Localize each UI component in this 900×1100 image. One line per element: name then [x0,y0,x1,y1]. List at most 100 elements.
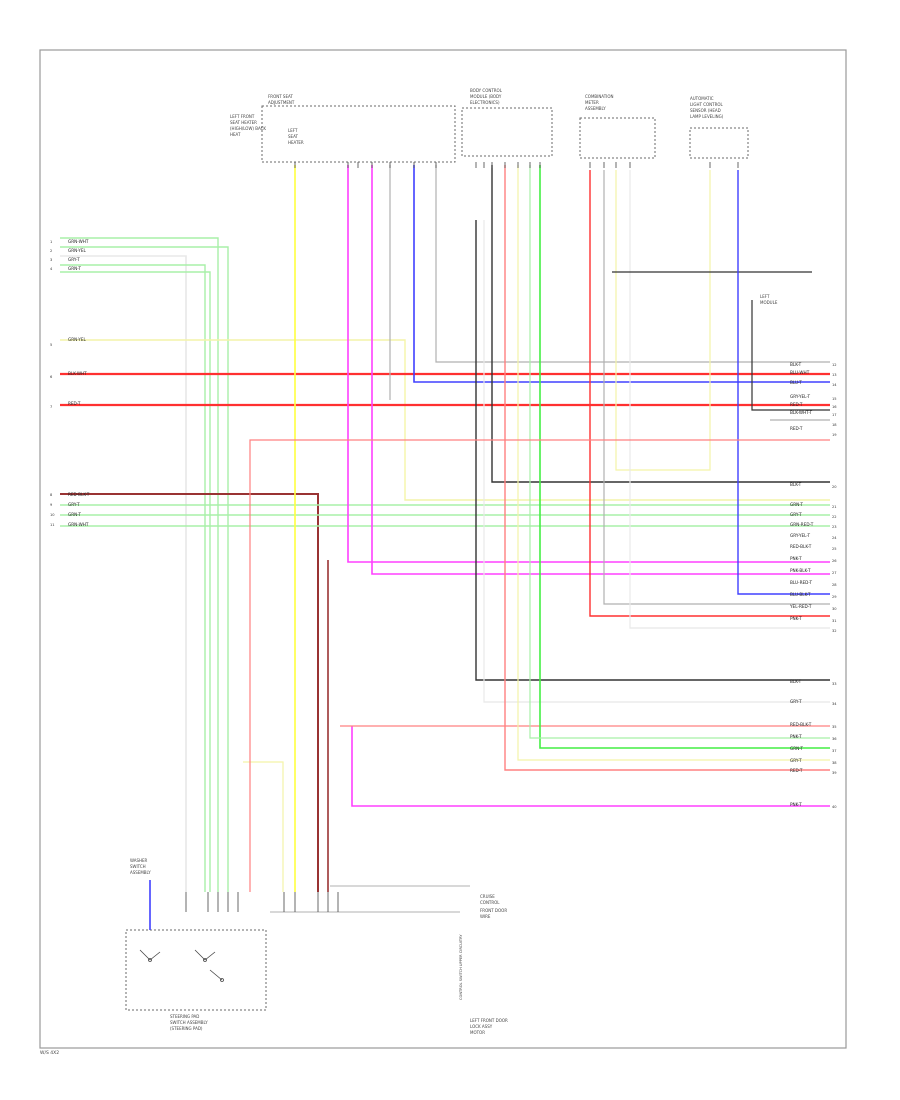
svg-text:RED-T: RED-T [68,401,81,406]
svg-text:PNK-T: PNK-T [790,616,802,621]
control-module-label: BODY CONTROL MODULE (BODY ELECTRONICS) [470,88,503,105]
wire-black-ctl2 [475,220,830,681]
svg-text:35: 35 [832,725,837,729]
svg-text:GRN-T: GRN-T [790,502,803,507]
svg-text:YEL-RED-T: YEL-RED-T [789,604,812,609]
wire-green-ctl2 [529,165,830,739]
svg-text:6: 6 [50,375,53,379]
svg-text:GRY-T: GRY-T [790,758,802,763]
svg-text:25: 25 [832,547,837,551]
wire-lightred-long [249,439,830,892]
svg-text:12: 12 [832,363,837,367]
svg-text:ADJUSTMENT: ADJUSTMENT [268,100,295,105]
svg-text:10: 10 [50,513,55,517]
steering-box [125,929,267,1011]
svg-text:(HIGH/LOW) BACK: (HIGH/LOW) BACK [230,126,266,131]
svg-text:RED-T: RED-T [790,402,803,407]
front-module-label: COMBINATION METER ASSEMBLY [585,94,614,111]
wire-white-fm [629,170,830,629]
svg-text:BLK-WHT-T: BLK-WHT-T [790,410,812,415]
svg-text:SEAT: SEAT [288,134,298,139]
svg-text:COMBINATION: COMBINATION [585,94,614,99]
left-wire-labels: GRN-WHT GRN-YEL GRY-T GRN-T GRN-YEL BLK-… [68,239,90,527]
svg-text:PNK-T: PNK-T [790,734,802,739]
left-module-label: LEFT MODULE [760,294,778,305]
svg-text:LEFT FRONT DOOR: LEFT FRONT DOOR [470,1018,508,1023]
svg-text:LEFT: LEFT [288,128,298,133]
svg-text:29: 29 [832,595,837,599]
svg-text:GRN-T: GRN-T [68,266,81,271]
svg-text:2: 2 [50,249,52,253]
left-pin-numbers: 1 2 3 4 5 6 7 8 9 10 11 [50,240,55,527]
wire-gray-ctl [483,220,830,703]
wire-grn-wht [60,237,219,892]
footer-text: W/S 4X2 [40,1050,59,1056]
svg-text:24: 24 [832,536,837,540]
svg-text:FRONT SEAT: FRONT SEAT [268,94,293,99]
svg-text:40: 40 [832,805,837,809]
svg-text:BLU-BLK-T: BLU-BLK-T [790,592,811,597]
svg-text:RED-BLK-T: RED-BLK-T [68,492,90,497]
svg-text:BODY CONTROL: BODY CONTROL [470,88,503,93]
front-wire-label: FRONT DOOR WIRE [480,908,507,919]
seat-heater-module-box [261,105,456,163]
right-pin-numbers: 12 13 14 15 16 17 18 19 20 21 22 23 24 2… [832,363,837,809]
svg-text:BLU-WHT: BLU-WHT [790,370,810,375]
wire-gray-2 [435,165,830,363]
svg-text:PNK-T: PNK-T [790,556,802,561]
wire-grn-yel [60,246,229,892]
svg-text:39: 39 [832,771,837,775]
wire-red-blk-low [60,493,319,892]
wire-yellow-ctl [517,165,830,761]
wire-paleyellow-fm [615,170,711,471]
svg-text:GRN-T: GRN-T [68,512,81,517]
wire-red-ctl [504,165,830,771]
svg-text:21: 21 [832,505,837,509]
svg-text:MODULE: MODULE [760,300,778,305]
connector-ticks [185,162,739,912]
svg-text:15: 15 [832,397,837,401]
svg-text:16: 16 [832,405,837,409]
svg-text:32: 32 [832,629,837,633]
svg-text:27: 27 [832,571,837,575]
svg-text:AUTOMATIC: AUTOMATIC [690,96,714,101]
seat-heater-switch-label: LEFT SEAT HEATER [288,128,304,145]
svg-text:RED-BLK-T: RED-BLK-T [790,544,812,549]
svg-text:PNK-T: PNK-T [790,802,802,807]
front-module-box [579,117,656,159]
svg-text:LEFT: LEFT [760,294,770,299]
door-lock-label: LEFT FRONT DOOR LOCK ASSY MOTOR [470,1018,508,1035]
svg-text:GRY-YEL-T: GRY-YEL-T [790,394,811,399]
svg-text:MODULE (BODY: MODULE (BODY [470,94,502,99]
wire-pink-low [351,726,830,807]
svg-text:ASSEMBLY: ASSEMBLY [130,870,151,875]
svg-text:BLU-RED-T: BLU-RED-T [790,580,812,585]
svg-text:(STEERING PAD): (STEERING PAD) [170,1026,203,1031]
wire-black-ecu [751,300,830,411]
svg-text:LEFT FRONT: LEFT FRONT [230,114,255,119]
svg-text:BLK-T: BLK-T [790,679,802,684]
svg-text:SENSOR (HEAD: SENSOR (HEAD [690,108,721,113]
svg-text:MOTOR: MOTOR [470,1030,485,1035]
right-ecu-label: AUTOMATIC LIGHT CONTROL SENSOR (HEAD LAM… [690,96,724,119]
steering-label: STEERING PAD SWITCH ASSEMBLY (STEERING P… [170,1014,208,1031]
svg-text:CRUISE: CRUISE [480,894,495,899]
svg-text:37: 37 [832,749,837,753]
svg-text:26: 26 [832,559,837,563]
svg-text:BLK-T: BLK-T [790,482,802,487]
svg-text:LOCK ASSY: LOCK ASSY [470,1024,493,1029]
svg-text:SWITCH: SWITCH [130,864,146,869]
svg-text:19: 19 [832,433,837,437]
svg-text:28: 28 [832,583,837,587]
svg-text:20: 20 [832,485,837,489]
wire-black-ctl [491,165,830,483]
right-wire-labels: BLK-T BLU-WHT BLU-T GRY-YEL-T RED-T BLK-… [789,362,814,807]
svg-text:31: 31 [832,619,837,623]
svg-text:SEAT HEATER: SEAT HEATER [230,120,257,125]
seat-heater-label: FRONT SEAT ADJUSTMENT LEFT FRONT SEAT HE… [230,94,295,137]
washer-switch-label: WASHER SWITCH ASSEMBLY [130,858,151,875]
svg-text:HEAT: HEAT [230,132,241,137]
svg-text:WIRE: WIRE [480,914,491,919]
wire-grn-b [60,271,211,892]
